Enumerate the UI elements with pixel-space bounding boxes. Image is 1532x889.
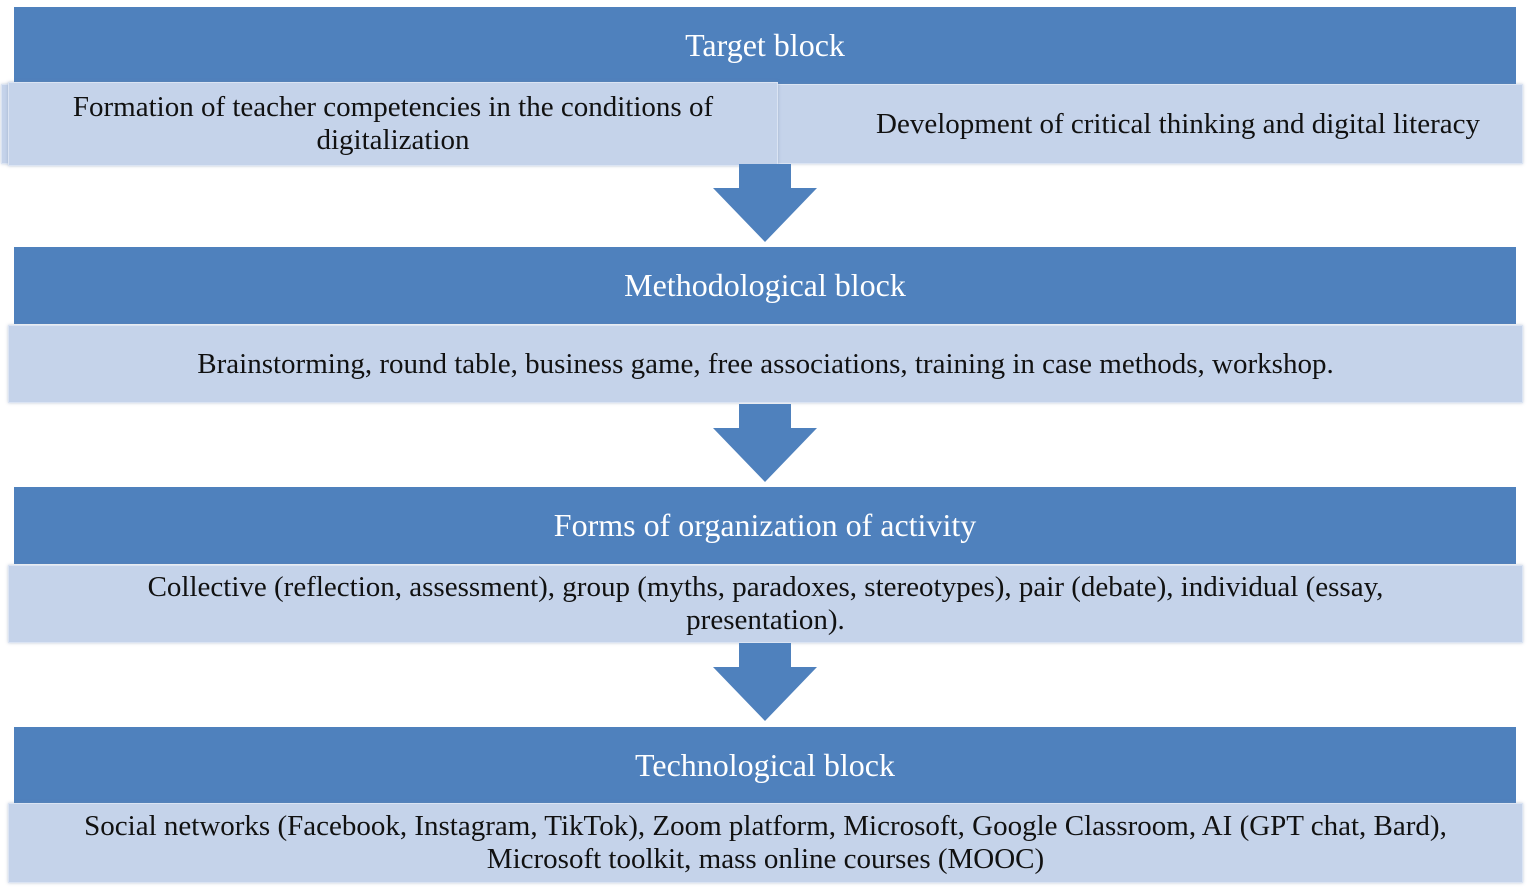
target-block-item-1: Formation of teacher competencies in the… xyxy=(72,91,714,156)
flow-arrow-1 xyxy=(713,164,817,242)
technological-block-item: Social networks (Facebook, Instagram, Ti… xyxy=(84,810,1447,875)
flow-arrow-3 xyxy=(713,643,817,721)
target-block-title: Target block xyxy=(685,27,845,63)
methodological-block-detail: Brainstorming, round table, business gam… xyxy=(8,325,1523,403)
technological-block-detail: Social networks (Facebook, Instagram, Ti… xyxy=(8,803,1523,883)
flow-arrow-2 xyxy=(713,404,817,482)
methodological-block-title: Methodological block xyxy=(624,267,906,303)
technological-block-title: Technological block xyxy=(635,747,895,783)
forms-block-header: Forms of organization of activity xyxy=(14,487,1516,564)
forms-block-item: Collective (reflection, assessment), gro… xyxy=(147,571,1384,636)
target-block-detail-left: Formation of teacher competencies in the… xyxy=(8,82,778,166)
technological-block-header: Technological block xyxy=(14,727,1516,804)
methodological-block-header: Methodological block xyxy=(14,247,1516,324)
target-block-header: Target block xyxy=(14,7,1516,84)
methodological-block-item: Brainstorming, round table, business gam… xyxy=(197,347,1334,380)
forms-block-title: Forms of organization of activity xyxy=(553,507,977,543)
forms-block-detail: Collective (reflection, assessment), gro… xyxy=(8,565,1523,643)
target-block-item-2: Development of critical thinking and dig… xyxy=(876,107,1480,140)
